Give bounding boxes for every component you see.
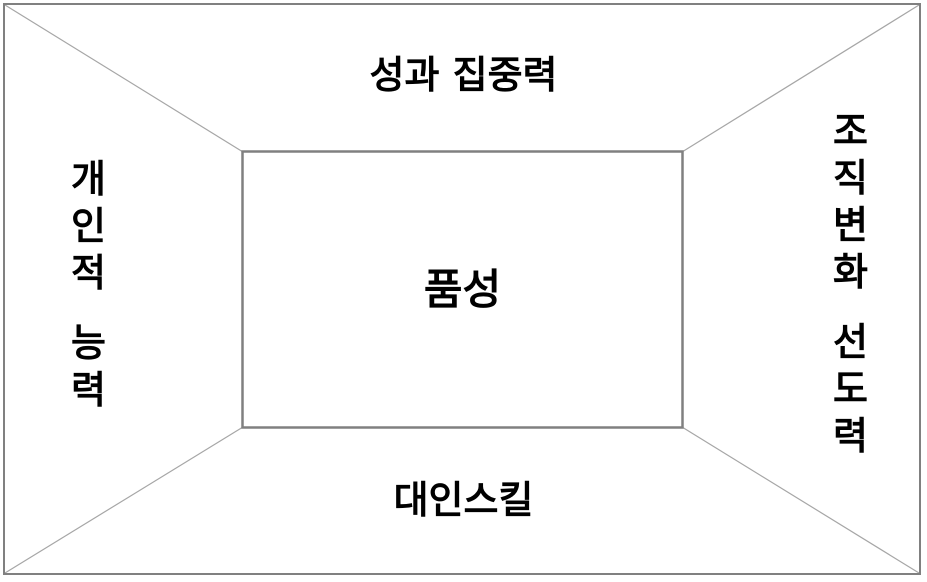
diagonal-bottom-left [4, 426, 244, 574]
center-box: 품성 [242, 151, 683, 428]
outer-frame-border [3, 3, 921, 575]
vertical-label-char: 화 [833, 250, 868, 294]
center-label: 품성 [423, 264, 502, 314]
vertical-label-char: 력 [71, 368, 106, 412]
vertical-label-char: 력 [833, 414, 868, 458]
vertical-label-char: 인 [71, 204, 106, 248]
diagonal-bottom-right [681, 426, 920, 574]
top-label: 성과 집중력 [369, 53, 558, 97]
vertical-label-char: 변 [833, 203, 868, 247]
diagonal-top-left [4, 4, 244, 153]
diagonal-top-right [681, 4, 920, 153]
inner-box-border [241, 150, 684, 429]
bottom-label: 대인스킬 [393, 478, 534, 522]
vertical-label-char: 직 [833, 156, 868, 200]
vertical-label-char: 도 [833, 367, 868, 411]
vertical-label-char: 능 [71, 321, 106, 365]
vertical-label-char: 개 [71, 157, 106, 201]
vertical-label-char: 조 [833, 109, 868, 153]
vertical-label-char: 적 [71, 251, 106, 295]
vertical-label-char: 선 [833, 320, 868, 364]
